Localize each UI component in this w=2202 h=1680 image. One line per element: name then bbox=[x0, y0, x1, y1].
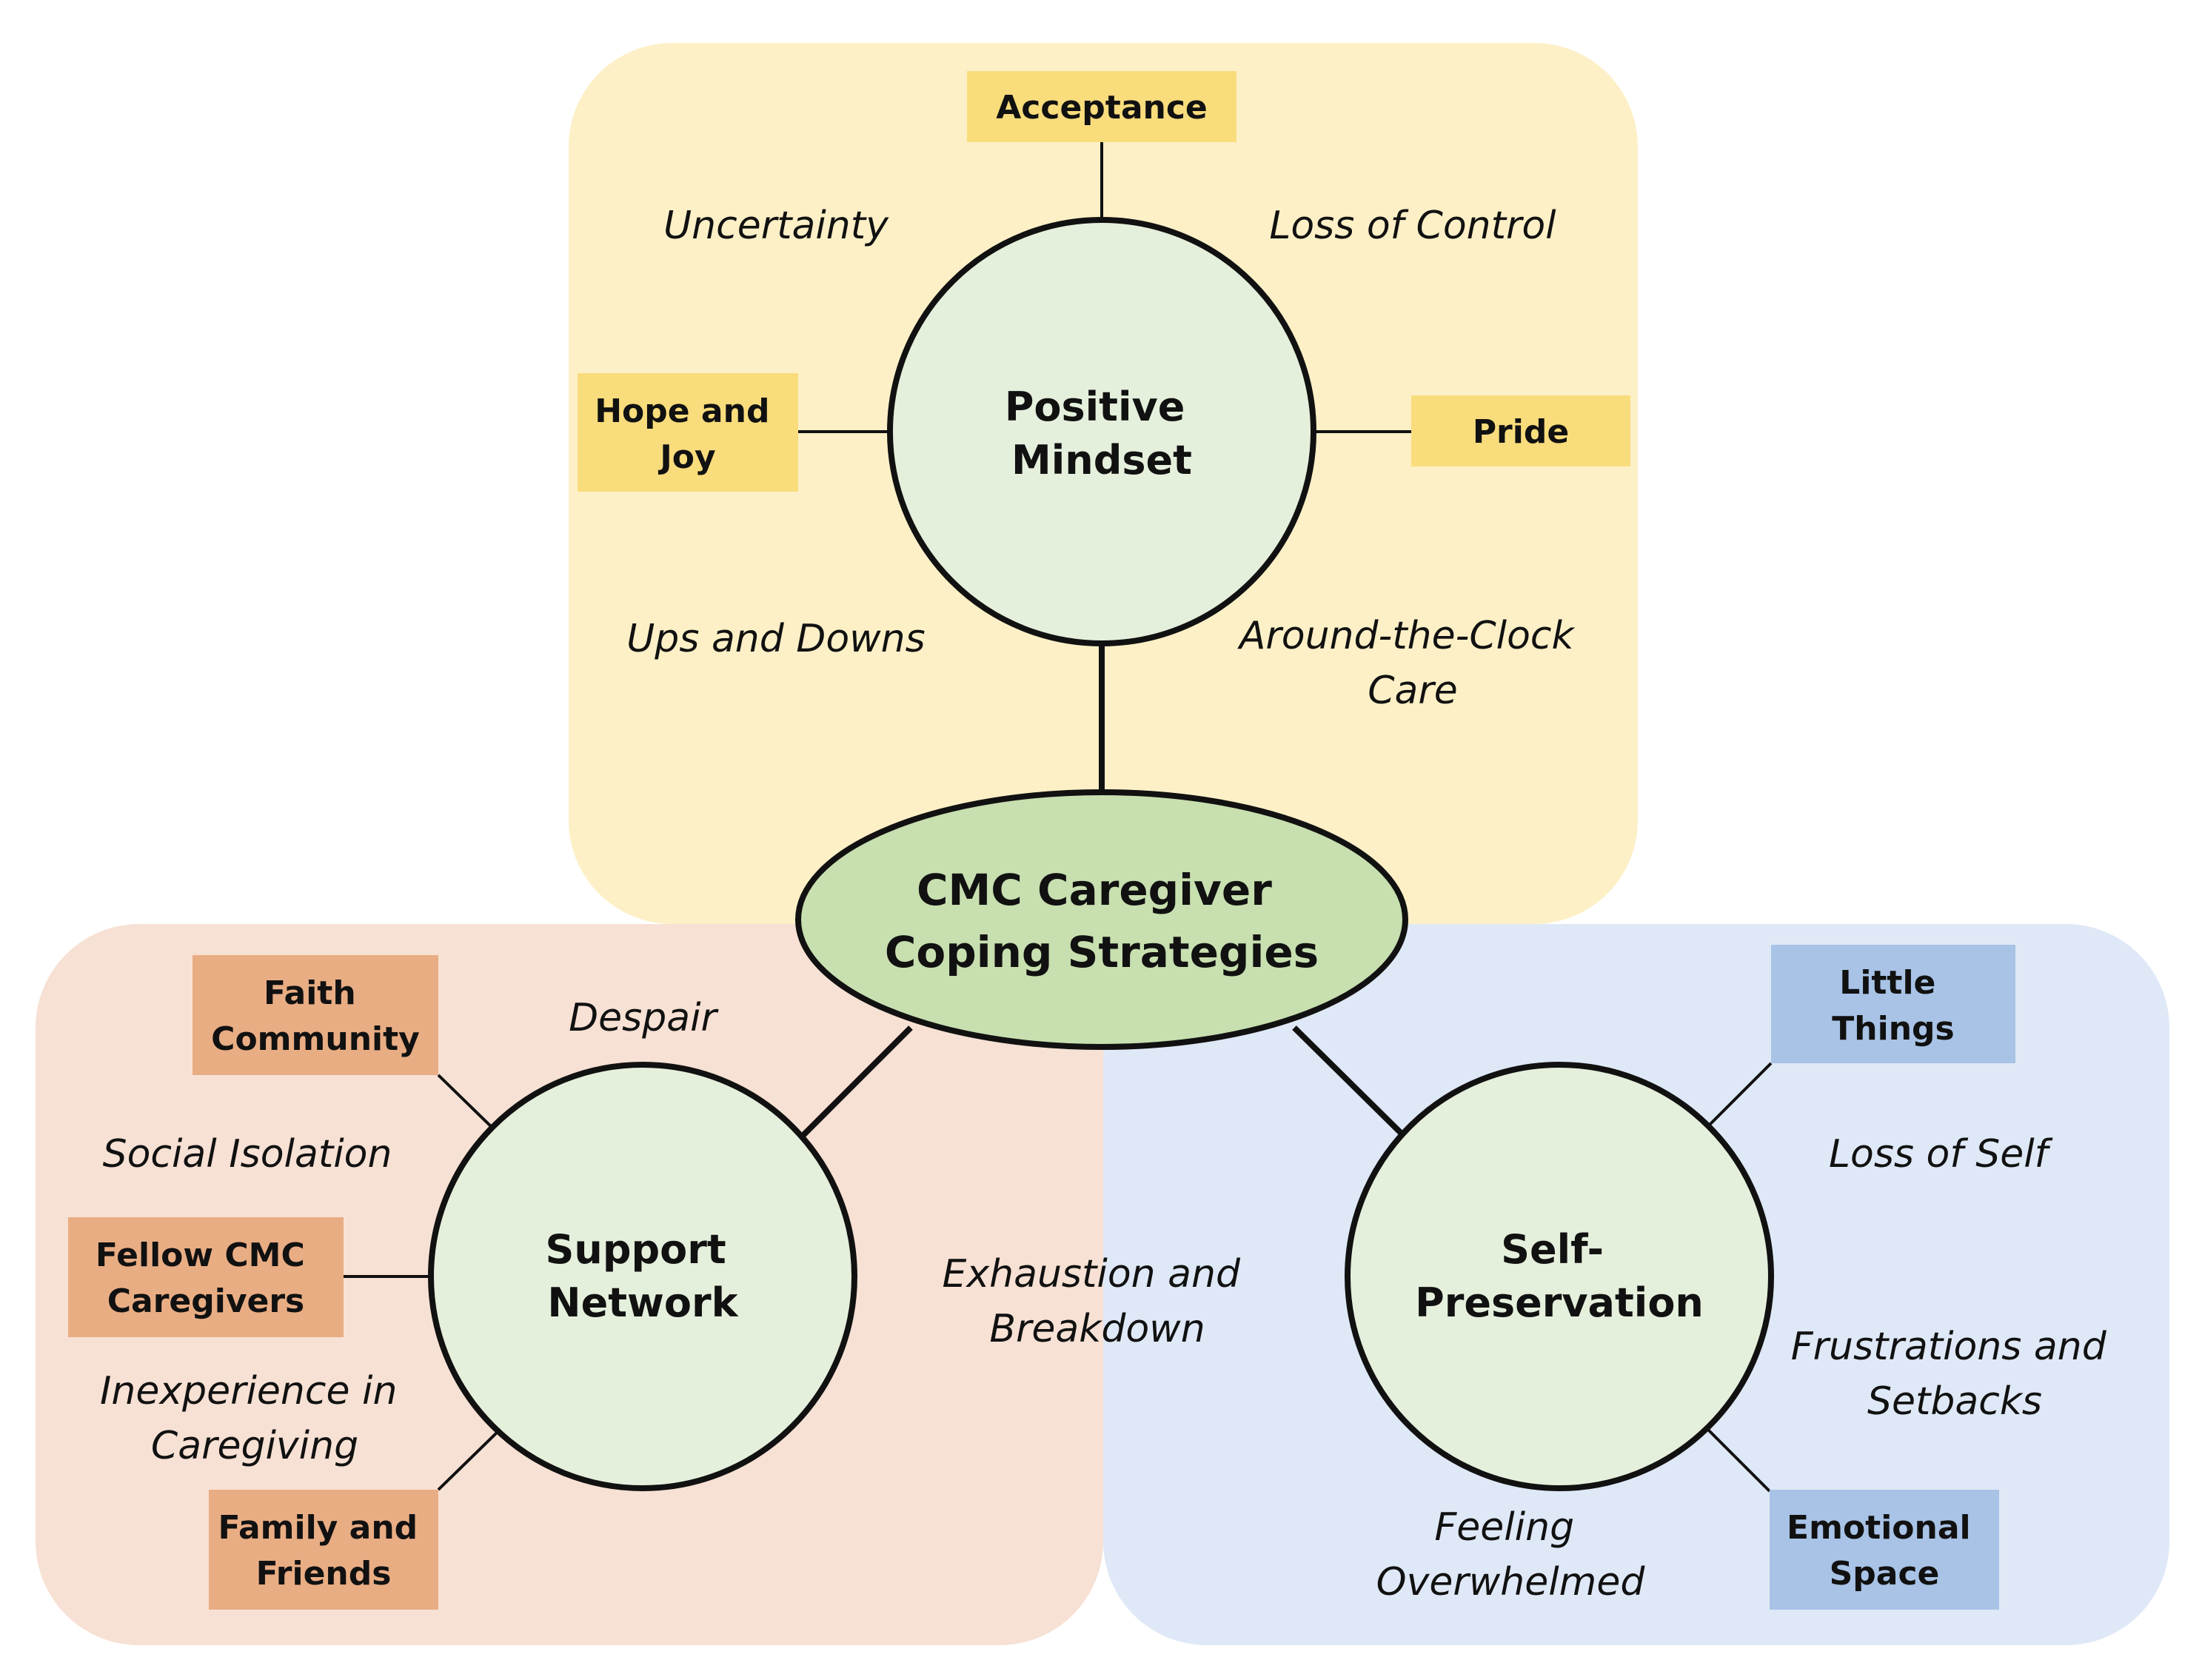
svg-text:Loss of Control: Loss of Control bbox=[1269, 204, 1556, 248]
positive-mindset-node: Positive Mindset bbox=[887, 217, 1316, 646]
svg-text:Pride: Pride bbox=[1473, 413, 1569, 451]
svg-text:Family and Friends: Family and Friends bbox=[218, 1509, 429, 1593]
box-emotional-space-rect bbox=[1770, 1490, 1999, 1610]
box-emotional-space-label-line2: Space bbox=[1830, 1555, 1940, 1593]
box-faith-community-rect bbox=[193, 955, 438, 1075]
box-emotional-space: Emotional Space bbox=[1770, 1490, 1999, 1610]
connector-center-support-network bbox=[797, 1025, 913, 1141]
positive-mindset-label-line1: Positive bbox=[1005, 384, 1185, 430]
stressor-inexperience-line2: Caregiving bbox=[151, 1424, 358, 1468]
stressor-feeling-overwhelmed-line1: Feeling bbox=[1434, 1505, 1574, 1550]
box-pride-label: Pride bbox=[1473, 413, 1569, 451]
box-fellow-cmc-rect bbox=[68, 1217, 344, 1337]
svg-text:Faith Community: Faith Community bbox=[211, 974, 420, 1058]
box-family-friends-label-line2: Friends bbox=[256, 1555, 392, 1593]
stressor-exhaustion-line2: Breakdown bbox=[989, 1307, 1205, 1351]
connector-emotional-space bbox=[1703, 1425, 1771, 1493]
svg-text:Around-the-Clock Care: Around-the-Clock Care bbox=[1237, 614, 1586, 713]
connector-faith-community bbox=[437, 1074, 498, 1133]
svg-text:Support Network: Support Network bbox=[546, 1226, 740, 1326]
stressor-inexperience-line1: Inexperience in bbox=[100, 1369, 397, 1413]
box-fellow-cmc-label-line2: Caregivers bbox=[107, 1282, 305, 1320]
svg-text:Fellow CMC Caregivers: Fellow CMC Caregivers bbox=[96, 1236, 316, 1320]
svg-text:Emotional Space: Emotional Space bbox=[1787, 1509, 1982, 1593]
self-preservation-label-line2: Preservation bbox=[1415, 1279, 1704, 1326]
box-acceptance-label: Acceptance bbox=[996, 89, 1208, 127]
positive-mindset-label-line2: Mindset bbox=[1011, 437, 1192, 483]
connector-lines bbox=[344, 142, 1773, 1493]
box-fellow-cmc: Fellow CMC Caregivers bbox=[68, 1217, 344, 1337]
box-faith-community: Faith Community bbox=[193, 955, 438, 1075]
stressor-social-isolation: Social Isolation bbox=[103, 1132, 392, 1177]
connector-center-self-preservation bbox=[1292, 1025, 1409, 1141]
stressor-despair: Despair bbox=[569, 996, 719, 1040]
svg-text:Exhaustion and Breakdown: Exhaustion and Breakdown bbox=[943, 1252, 1253, 1351]
center-ellipse bbox=[795, 789, 1408, 1050]
stressor-ups-and-downs: Ups and Downs bbox=[626, 617, 925, 661]
svg-text:Acceptance: Acceptance bbox=[996, 89, 1208, 127]
center-label-line1: CMC Caregiver bbox=[917, 865, 1272, 915]
support-network-label-line2: Network bbox=[547, 1279, 738, 1326]
self-preservation-circle bbox=[1345, 1062, 1774, 1491]
svg-text:Frustrations and Setbacks: Frustrations and Setbacks bbox=[1791, 1325, 2119, 1424]
box-fellow-cmc-label-line1: Fellow CMC bbox=[96, 1236, 305, 1274]
svg-text:Feeling Overwhelmed: Feeling Overwhelmed bbox=[1376, 1505, 1646, 1604]
box-family-friends: Family and Friends bbox=[209, 1490, 438, 1610]
box-little-things-label-line1: Little bbox=[1839, 964, 1935, 1002]
stressor-loss-of-self: Loss of Self bbox=[1829, 1132, 2053, 1177]
box-acceptance-rect bbox=[967, 71, 1236, 142]
support-network-label-line1: Support bbox=[546, 1226, 726, 1273]
box-faith-community-label-line1: Faith bbox=[264, 974, 356, 1012]
stressor-loss-of-control: Loss of Control bbox=[1269, 204, 1556, 248]
box-little-things-label-line2: Things bbox=[1832, 1010, 1954, 1048]
stressor-feeling-overwhelmed-line2: Overwhelmed bbox=[1376, 1560, 1646, 1604]
box-pride-rect bbox=[1411, 395, 1630, 466]
box-pride: Pride bbox=[1411, 395, 1630, 466]
box-family-friends-label-line1: Family and bbox=[218, 1509, 418, 1547]
self-preservation-node: Self- Preservation bbox=[1345, 1062, 1774, 1491]
box-little-things-rect bbox=[1771, 945, 2015, 1063]
box-little-things: Little Things bbox=[1771, 945, 2015, 1063]
svg-text:Ups and Downs: Ups and Downs bbox=[626, 617, 925, 661]
svg-text:Uncertainty: Uncertainty bbox=[663, 204, 889, 248]
box-emotional-space-label-line1: Emotional bbox=[1787, 1509, 1971, 1547]
stressor-around-the-clock-line1: Around-the-Clock bbox=[1237, 614, 1576, 658]
connector-little-things bbox=[1703, 1062, 1773, 1131]
svg-text:Social Isolation: Social Isolation bbox=[103, 1132, 392, 1177]
svg-text:Loss of Self: Loss of Self bbox=[1829, 1132, 2053, 1177]
svg-text:Positive Mindset: Positive Mindset bbox=[1005, 384, 1199, 483]
center-label-line2: Coping Strategies bbox=[885, 927, 1319, 977]
connector-family-friends bbox=[437, 1428, 502, 1491]
svg-text:Hope and Joy: Hope and Joy bbox=[595, 392, 781, 476]
stressor-frustrations-line1: Frustrations and bbox=[1791, 1325, 2107, 1369]
box-hope-joy-label-line2: Joy bbox=[657, 438, 715, 476]
box-hope-joy: Hope and Joy bbox=[578, 373, 798, 492]
self-preservation-label-line1: Self- bbox=[1501, 1226, 1604, 1273]
positive-mindset-circle bbox=[887, 217, 1316, 646]
svg-text:Self- Preservation: Self- Preservation bbox=[1415, 1226, 1704, 1326]
support-network-circle bbox=[428, 1062, 857, 1491]
box-hope-joy-label-line1: Hope and bbox=[595, 392, 769, 430]
stressor-uncertainty: Uncertainty bbox=[663, 204, 889, 248]
svg-text:CMC Caregiver Coping Str: CMC Caregiver Coping Strategies bbox=[885, 865, 1319, 977]
box-hope-joy-rect bbox=[578, 373, 798, 492]
svg-text:Inexperience in Caregiving: Inexperience in Caregiving bbox=[100, 1369, 409, 1468]
stressor-frustrations-line2: Setbacks bbox=[1867, 1379, 2042, 1424]
box-family-friends-rect bbox=[209, 1490, 438, 1610]
stressor-exhaustion-line1: Exhaustion and bbox=[943, 1252, 1241, 1296]
box-acceptance: Acceptance bbox=[967, 71, 1236, 142]
center-node: CMC Caregiver Coping Strategies bbox=[795, 789, 1408, 1050]
stressor-around-the-clock-line2: Care bbox=[1368, 669, 1458, 713]
svg-text:Despair: Despair bbox=[569, 996, 719, 1040]
support-network-node: Support Network bbox=[428, 1062, 857, 1491]
svg-text:Little Things: Little Things bbox=[1832, 964, 1954, 1048]
box-faith-community-label-line2: Community bbox=[211, 1020, 420, 1058]
